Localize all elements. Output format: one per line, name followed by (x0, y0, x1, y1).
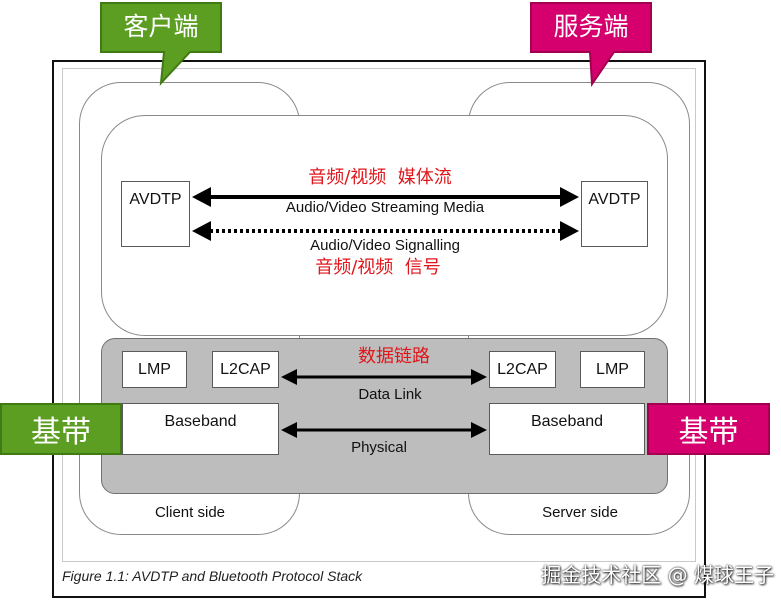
client-baseband-tag-label: 基带 (31, 415, 91, 450)
figure-outer-frame (52, 60, 706, 598)
client-avdtp-label: AVDTP (129, 191, 182, 208)
client-baseband-label: Baseband (164, 413, 237, 430)
data-link-cn-label: 数据链路 (358, 346, 430, 367)
server-side-label: Server side (542, 504, 618, 521)
streaming-media-en-label: Audio/Video Streaming Media (285, 199, 485, 216)
server-l2cap-box: L2CAP (489, 351, 556, 388)
watermark: 掘金技术社区 @ 煤球王子 (541, 563, 774, 587)
client-callout-label: 客户端 (123, 12, 199, 41)
client-lmp-label: LMP (138, 360, 171, 378)
figure-inner-frame (62, 68, 696, 562)
client-avdtp-box: AVDTP (121, 181, 190, 247)
server-baseband-tag-label: 基带 (678, 415, 739, 450)
server-baseband-tag: 基带 (647, 403, 770, 455)
server-lmp-label: LMP (596, 360, 629, 378)
server-avdtp-box: AVDTP (581, 181, 648, 247)
physical-en-label: Physical (351, 439, 407, 456)
server-avdtp-label: AVDTP (588, 191, 641, 208)
client-baseband-tag: 基带 (0, 403, 122, 455)
signalling-cn-label: 音频/视频 信号 (315, 257, 441, 278)
client-lmp-box: LMP (122, 351, 187, 388)
server-l2cap-label: L2CAP (497, 360, 548, 378)
streaming-media-cn-label: 音频/视频 媒体流 (308, 167, 452, 188)
signalling-en-label: Audio/Video Signalling (310, 237, 460, 254)
client-l2cap-label: L2CAP (220, 360, 271, 378)
server-baseband-box: Baseband (489, 403, 645, 455)
client-baseband-box: Baseband (122, 403, 279, 455)
figure-caption: Figure 1.1: AVDTP and Bluetooth Protocol… (62, 568, 363, 584)
server-baseband-label: Baseband (530, 413, 604, 430)
client-side-label: Client side (154, 504, 226, 521)
server-callout-label: 服务端 (553, 12, 629, 41)
server-lmp-box: LMP (580, 351, 645, 388)
data-link-en-label: Data Link (358, 386, 422, 403)
client-l2cap-box: L2CAP (212, 351, 279, 388)
